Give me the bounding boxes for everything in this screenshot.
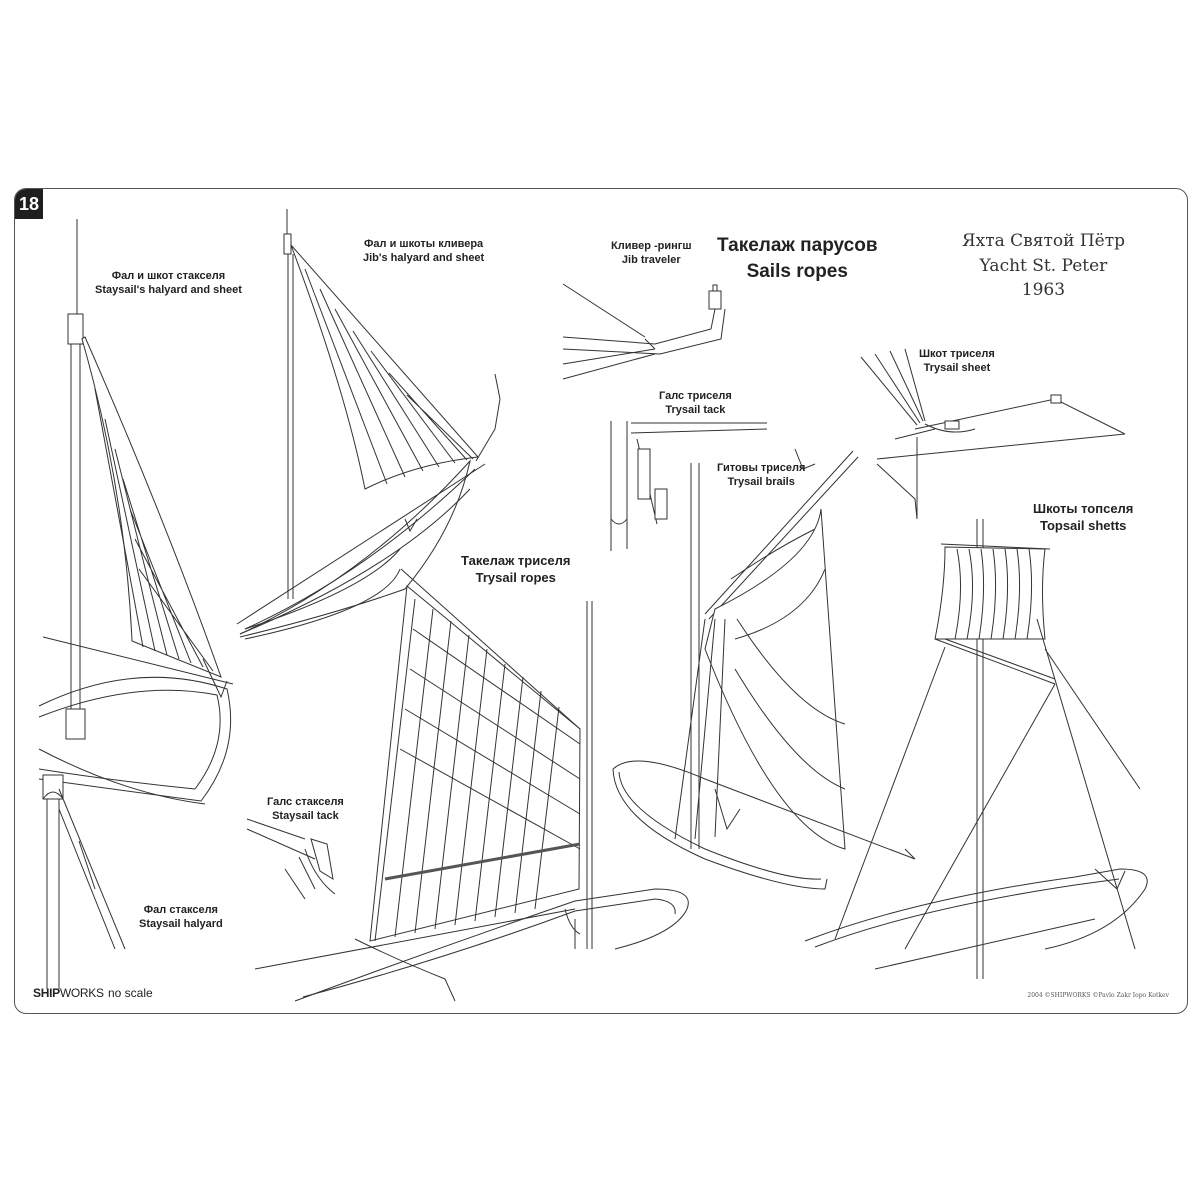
- label-en: Topsail shetts: [1039, 517, 1127, 533]
- page-title: Такелаж парусов Sails ropes: [717, 233, 878, 284]
- label-jib-halyard-sheet: Фал и шкоты кливера Jib's halyard and sh…: [363, 237, 484, 266]
- trysail-brails-sketch: [612, 448, 916, 890]
- yacht-title: Яхта Святой Пётр Yacht St. Peter 1963: [962, 229, 1125, 303]
- copyright-note: 2004 ©SHIPWORKS ©Pavlo Zakr Iopo Kotkev: [1027, 992, 1169, 999]
- staysail-halyard-sketch: [42, 774, 126, 989]
- label-ru: Такелаж триселя: [461, 553, 571, 568]
- label-ru: Фал и шкоты кливера: [364, 238, 484, 250]
- yacht-title-en: Yacht St. Peter: [979, 255, 1108, 276]
- label-en: Trysail sheet: [923, 362, 991, 375]
- label-en: Trysail ropes: [475, 569, 556, 585]
- label-en: Jib traveler: [621, 254, 681, 267]
- label-ru: Галс стакселя: [267, 796, 344, 808]
- label-trysail-sheet: Шкот триселя Trysail sheet: [919, 347, 995, 376]
- label-ru: Фал стакселя: [143, 904, 218, 916]
- label-ru: Гитовы триселя: [717, 462, 806, 474]
- label-en: Jib's halyard and sheet: [363, 252, 485, 265]
- staysail-tack-sketch: [246, 818, 336, 900]
- drawing-sheet: 18 Яхта Святой Пётр Yacht St. Peter 1963…: [14, 188, 1188, 1014]
- yacht-year: 1963: [1021, 280, 1066, 301]
- label-ru: Фал и шкот стакселя: [111, 270, 226, 282]
- brand-logo: SHIPWORKS: [33, 986, 104, 1000]
- label-ru: Шкоты топселя: [1033, 501, 1134, 516]
- label-staysail-halyard: Фал стакселя Staysail halyard: [139, 903, 223, 932]
- label-staysail-halyard-sheet: Фал и шкот стакселя Staysail's halyard a…: [95, 269, 242, 298]
- trysail-tack-sketch: [610, 421, 768, 551]
- yacht-title-ru: Яхта Святой Пётр: [961, 231, 1125, 251]
- staysail-sketch: [38, 219, 234, 805]
- label-ru: Шкот триселя: [919, 348, 995, 360]
- label-en: Staysail halyard: [139, 918, 223, 931]
- plate-number: 18: [15, 189, 43, 219]
- label-jib-traveler: Кливер -рингш Jib traveler: [611, 239, 692, 268]
- label-ru: Кливер -рингш: [611, 240, 692, 252]
- label-trysail-tack: Галс триселя Trysail tack: [659, 389, 732, 418]
- label-topsail-sheets: Шкоты топселя Topsail shetts: [1033, 501, 1133, 535]
- label-trysail-ropes: Такелаж триселя Trysail ropes: [461, 553, 571, 587]
- label-ru: Галс триселя: [659, 390, 732, 402]
- jib-traveler-sketch: [562, 283, 726, 380]
- label-en: Staysail's halyard and sheet: [95, 284, 242, 297]
- scale-note: no scale: [108, 986, 153, 1000]
- label-trysail-brails: Гитовы триселя Trysail brails: [717, 461, 805, 490]
- jib-sketch: [236, 209, 501, 640]
- trysail-sheet-sketch: [860, 348, 1126, 520]
- brand-rest: WORKS: [59, 986, 104, 1000]
- label-en: Trysail tack: [665, 404, 726, 417]
- label-en: Trysail brails: [727, 476, 795, 489]
- page-title-en: Sails ropes: [746, 260, 848, 282]
- topsail-sheets-sketch: [804, 519, 1148, 979]
- brand-bold: SHIP: [33, 986, 60, 1000]
- rigging-drawing: [38, 209, 1148, 1002]
- page-title-ru: Такелаж парусов: [717, 235, 878, 256]
- trysail-ropes-sketch: [254, 568, 689, 1002]
- label-staysail-tack: Галс стакселя Staysail tack: [267, 795, 344, 824]
- label-en: Staysail tack: [272, 810, 339, 823]
